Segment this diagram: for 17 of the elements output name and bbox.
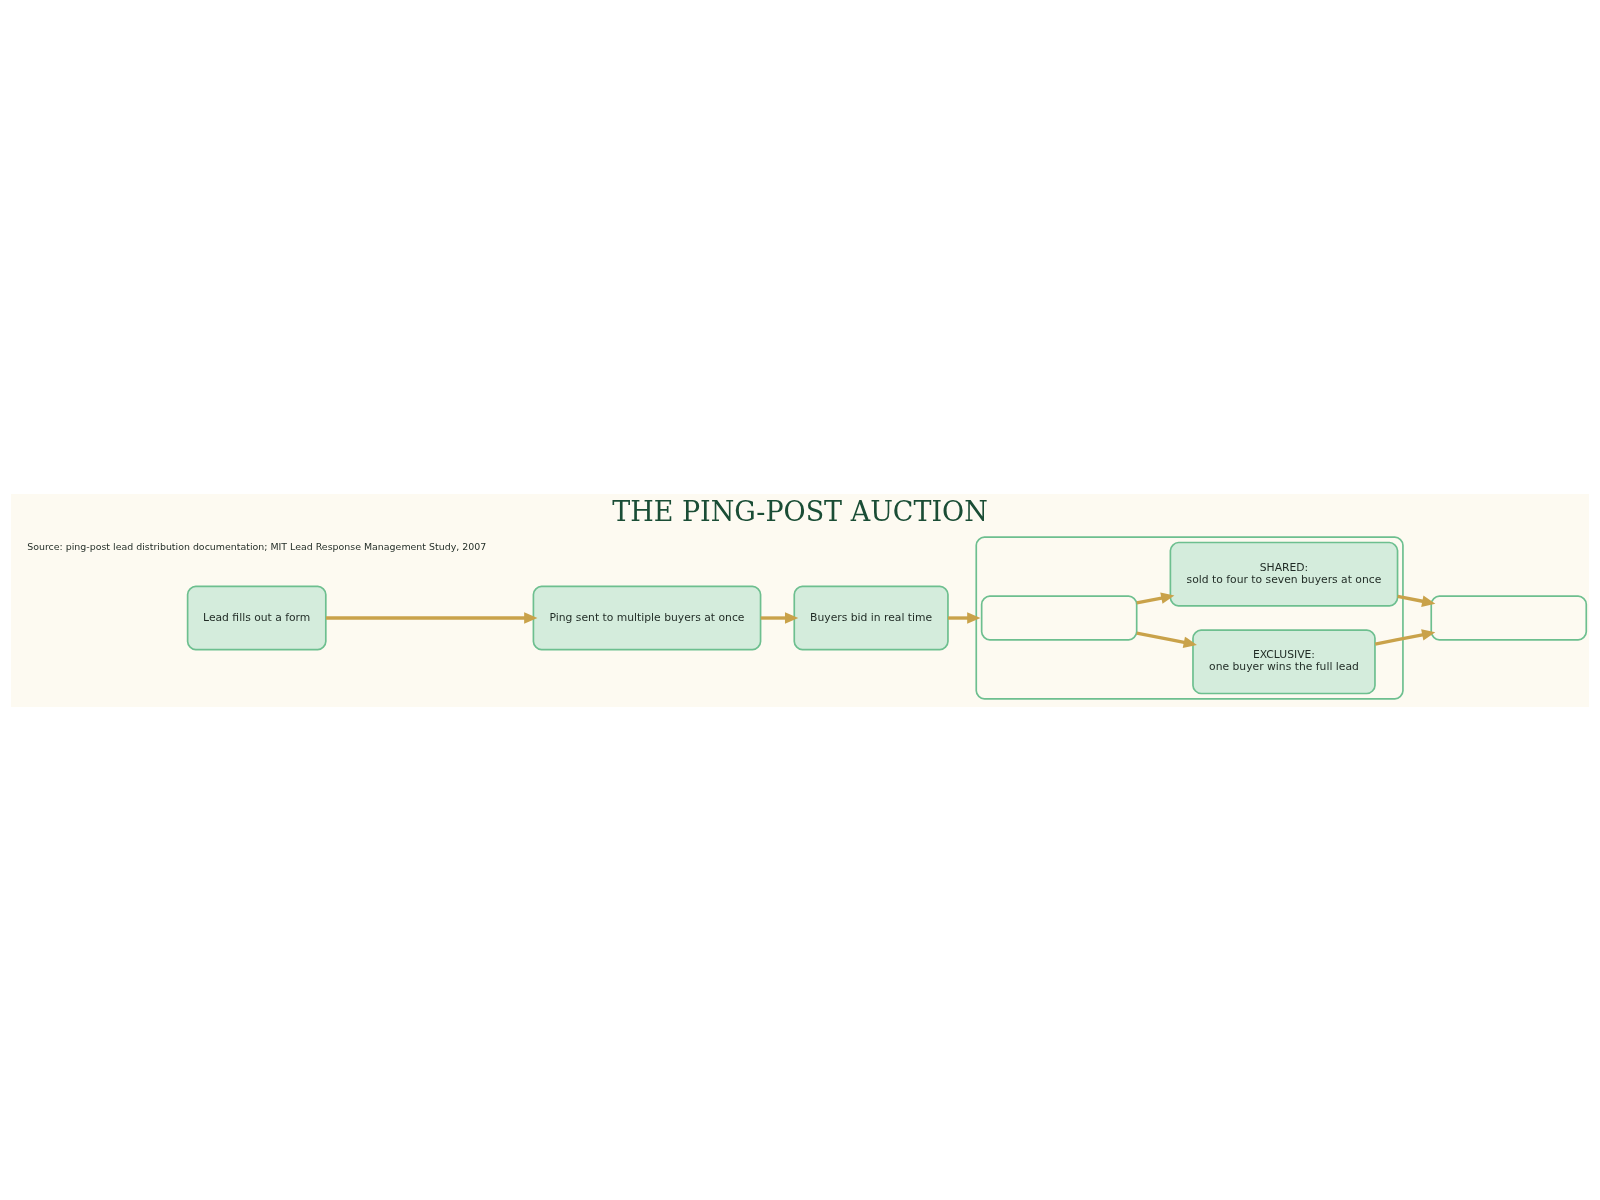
arrow	[1374, 628, 1436, 646]
arrow	[1136, 630, 1197, 648]
arrow	[948, 611, 981, 624]
node-box	[1430, 594, 1588, 641]
node-box: SHARED: sold to four to seven buyers at once	[1169, 541, 1399, 607]
cluster	[975, 535, 1404, 700]
node-box: Lead fills out a form	[186, 585, 327, 651]
arrow	[1397, 594, 1436, 607]
arrow	[1136, 591, 1175, 605]
node-box: EXCLUSIVE: one buyer wins the full lead	[1192, 628, 1376, 694]
arrow	[760, 611, 799, 624]
diagram-title: THE PING-POST AUCTION	[612, 495, 988, 527]
label: Source: ping-post lead distribution documentation; MIT Lead Response Management Study, 2007	[27, 540, 487, 552]
arrow	[326, 611, 538, 624]
node-box: Ping sent to multiple buyers at once	[532, 585, 762, 651]
node-box: Buyers bid in real time	[793, 585, 949, 651]
node-box	[980, 594, 1138, 641]
